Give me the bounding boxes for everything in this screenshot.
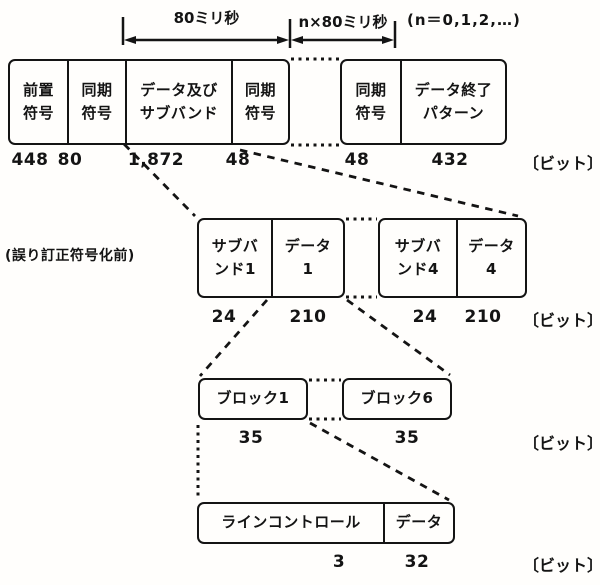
dashed-connector-block-to-line-right (309, 421, 450, 502)
block-row-box-6: ブロック6 (342, 378, 452, 420)
frame-box-end-pattern: データ終了 パターン (400, 61, 505, 143)
bit-unit-label: 〔ビット〕 (523, 434, 600, 453)
frame-row-group-right: 同期 符号 データ終了 パターン (340, 59, 507, 145)
n-values-note: (n＝0,1,2,…) (407, 11, 521, 29)
frame-box-data-subband: データ及び サブバンド (125, 61, 231, 143)
subband-box-1: サブバ ンド1 (211, 236, 259, 278)
subband-box-4: サブバ ンド4 (394, 236, 442, 278)
frame-box-sync-2: 同期 符号 (231, 61, 288, 143)
subband-row-group-left: サブバ ンド1 データ 1 (197, 218, 345, 298)
bits-value: 210 (289, 307, 327, 327)
line-data-box: データ (383, 504, 453, 542)
block-box-6: ブロック6 (360, 389, 434, 408)
bits-value: 48 (344, 150, 370, 170)
dashed-connector-frame-to-subband-right (239, 148, 519, 218)
block-box-1: ブロック1 (216, 389, 290, 408)
subband-data-box-4: データ 4 (456, 220, 525, 296)
bits-value: 24 (412, 307, 438, 327)
bits-value: 35 (238, 428, 264, 448)
bits-value: 32 (404, 552, 430, 572)
bits-value: 24 (211, 307, 237, 327)
bits-value: 3 (332, 552, 346, 572)
bits-value: 210 (464, 307, 502, 327)
line-control-box: ラインコントロール (221, 513, 361, 532)
bit-unit-label: 〔ビット〕 (523, 154, 600, 173)
frame-box-sync-1: 同期 符号 (67, 61, 125, 143)
dimension-label-n80ms: n×80ミリ秒 (298, 13, 388, 31)
bit-unit-label: 〔ビット〕 (523, 556, 600, 575)
frame-box-sync-n: 同期 符号 (355, 80, 387, 122)
bits-value: 35 (394, 428, 420, 448)
frame-box-preamble: 前置 符号 (22, 80, 54, 122)
bits-value: 48 (225, 150, 251, 170)
bits-value: 80 (57, 150, 83, 170)
frame-row-group-left: 前置 符号 同期 符号 データ及び サブバンド 同期 符号 (8, 59, 290, 145)
bits-value: 1,872 (127, 150, 185, 170)
subband-row-group-right: サブバ ンド4 データ 4 (378, 218, 527, 298)
arrowheads (124, 36, 394, 44)
pre-error-correction-label: (誤り訂正符号化前) (5, 248, 135, 264)
bits-value: 448 (11, 150, 49, 170)
subband-data-box-1: データ 1 (271, 220, 343, 296)
dimension-label-80ms: 80ミリ秒 (173, 9, 240, 27)
line-row-group: ラインコントロール データ (197, 502, 455, 544)
block-row-box-1: ブロック1 (198, 378, 308, 420)
bit-unit-label: 〔ビット〕 (523, 311, 600, 330)
bits-value: 432 (431, 150, 469, 170)
